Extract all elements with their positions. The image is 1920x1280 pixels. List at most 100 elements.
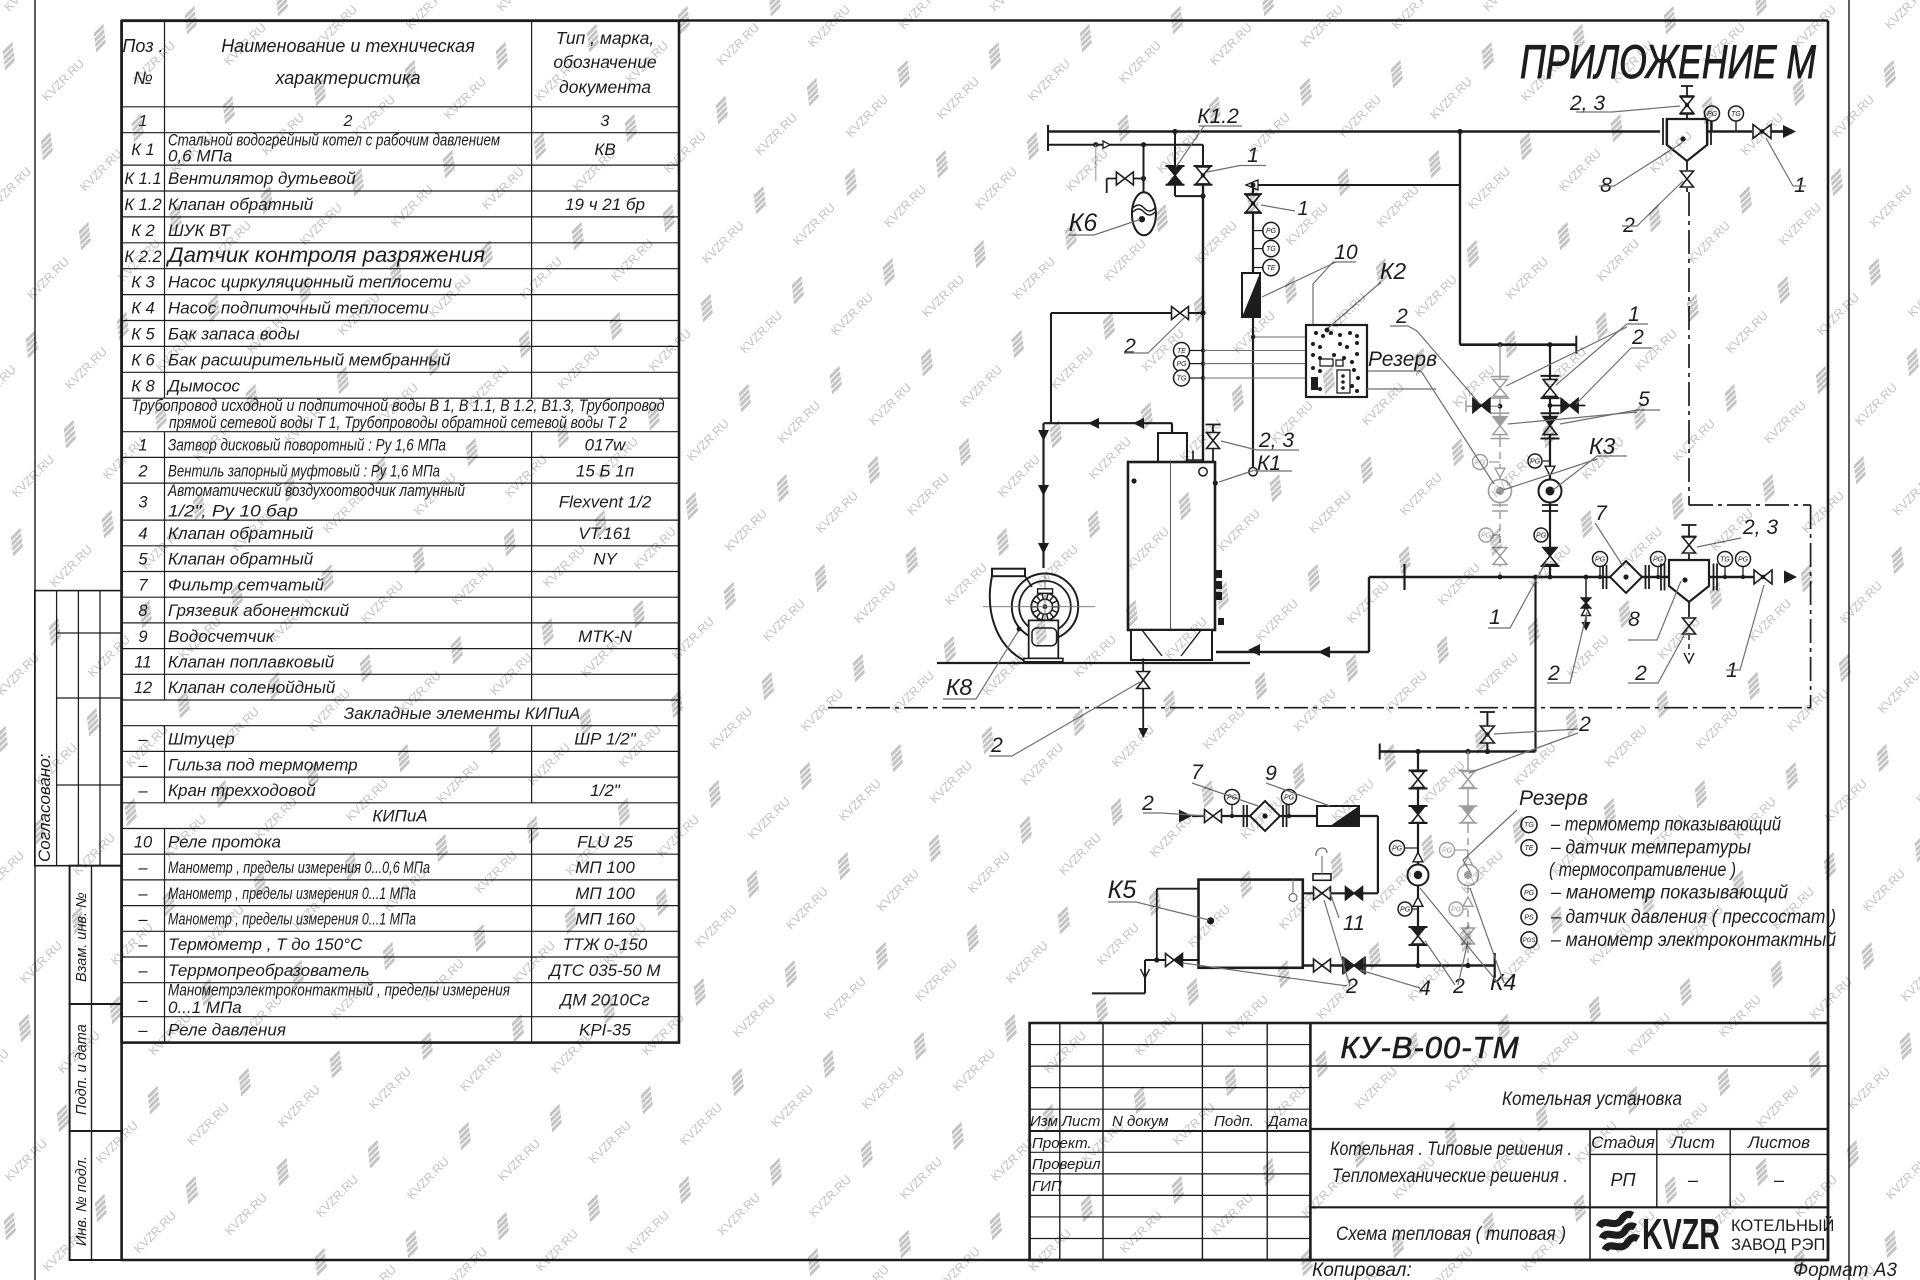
svg-text:Манометрэлектроконтактный , п: Манометрэлектроконтактный , пределы изме… (168, 981, 510, 1000)
svg-text:TE: TE (1267, 265, 1276, 272)
svg-text:KVZR.RU: KVZR.RU (1503, 254, 1551, 302)
svg-text:–: – (137, 962, 148, 980)
svg-text:PS: PS (1524, 914, 1534, 921)
svg-text:KVZR.RU: KVZR.RU (47, 542, 95, 590)
svg-text:К 5: К 5 (131, 325, 155, 343)
svg-text:–: – (137, 859, 148, 877)
svg-text:KVZR.RU: KVZR.RU (24, 254, 72, 302)
svg-text:KVZR.RU: KVZR.RU (760, 596, 808, 644)
svg-text:KVZR.RU: KVZR.RU (972, 164, 1020, 212)
svg-text:KVZR.RU: KVZR.RU (1397, 470, 1445, 518)
svg-text:KVZR.RU: KVZR.RU (214, 704, 262, 752)
svg-text:KVZR.RU: KVZR.RU (472, 848, 520, 896)
svg-text:PG: PG (1451, 907, 1462, 914)
svg-text:KVZR.RU: KVZR.RU (1291, 686, 1339, 734)
svg-text:Котельная . Типовые решения .: Котельная . Типовые решения . (1330, 1138, 1572, 1160)
svg-text:PG: PG (1738, 557, 1749, 564)
svg-text:–: – (137, 731, 148, 749)
svg-text:№: № (133, 68, 153, 88)
svg-text:KVZR.RU: KVZR.RU (1063, 146, 1111, 194)
svg-text:Вентиль запорный муфтовый : Р: Вентиль запорный муфтовый : Ру 1,6 МПа (168, 461, 440, 480)
svg-text:KVZR.RU: KVZR.RU (1, 0, 49, 14)
svg-text:KVZR.RU: KVZR.RU (904, 470, 952, 518)
svg-text:KVZR.RU: KVZR.RU (1109, 722, 1157, 770)
svg-text:KVZR.RU: KVZR.RU (1299, 1172, 1347, 1220)
svg-text:ТТЖ 0-150: ТТЖ 0-150 (563, 935, 648, 954)
svg-text:– термометр показывающий: – термометр показывающий (1550, 814, 1781, 836)
svg-text:Схема тепловая ( типовая ): Схема тепловая ( типовая ) (1336, 1223, 1566, 1245)
svg-text:KVZR.RU: KVZR.RU (965, 848, 1013, 896)
svg-text:PG: PG (1176, 361, 1187, 368)
svg-text:KVZR.RU: KVZR.RU (692, 902, 740, 950)
svg-text:KVZR.RU: KVZR.RU (1655, 614, 1703, 662)
svg-text:KVZR.RU: KVZR.RU (442, 1244, 490, 1280)
svg-text:KVZR.RU: KVZR.RU (707, 704, 755, 752)
svg-text:KVZR.RU: KVZR.RU (1026, 1226, 1074, 1274)
svg-text:Бак расширительный мембранный: Бак расширительный мембранный (168, 350, 451, 369)
svg-text:Поз .: Поз . (122, 36, 163, 56)
svg-text:Тепломеханические решения .: Тепломеханические решения . (1332, 1165, 1568, 1187)
svg-text:KVZR.RU: KVZR.RU (1223, 992, 1271, 1040)
svg-text:Листов: Листов (1747, 1133, 1810, 1152)
svg-text:Стадия: Стадия (1591, 1133, 1655, 1152)
svg-text:KVZR.RU: KVZR.RU (1245, 110, 1293, 158)
svg-text:8: 8 (1628, 608, 1640, 631)
svg-text:KVZR.RU: KVZR.RU (1298, 2, 1346, 50)
svg-text:ШР 1/2": ШР 1/2" (574, 730, 636, 749)
svg-text:KVZR.RU: KVZR.RU (806, 1172, 854, 1220)
svg-text:KVZR.RU: KVZR.RU (1761, 398, 1809, 446)
svg-text:KVZR.RU: KVZR.RU (874, 866, 922, 914)
svg-text:К 1.2: К 1.2 (124, 196, 161, 214)
svg-text:Клапан поплавковый: Клапан поплавковый (168, 652, 335, 671)
svg-text:Резерв: Резерв (1519, 787, 1588, 810)
svg-text:10: 10 (134, 833, 153, 851)
svg-text:KVZR.RU: KVZR.RU (1352, 1064, 1400, 1112)
svg-text:ГИП: ГИП (1032, 1178, 1062, 1195)
svg-text:KVZR.RU: KVZR.RU (1420, 758, 1468, 806)
svg-text:KVZR.RU: KVZR.RU (502, 452, 550, 500)
svg-text:ДТС 035-50 М: ДТС 035-50 М (547, 961, 661, 980)
svg-text:Копировал:: Копировал: (1312, 1260, 1412, 1280)
svg-text:KVZR.RU: KVZR.RU (1898, 956, 1920, 1004)
svg-text:KVZR.RU: KVZR.RU (1905, 272, 1920, 320)
svg-text:Подп. и дата: Подп. и дата (74, 1024, 90, 1115)
svg-text:–: – (137, 1022, 148, 1040)
svg-text:8: 8 (138, 602, 148, 620)
svg-text:KVZR.RU: KVZR.RU (919, 272, 967, 320)
svg-text:KVZR.RU: KVZR.RU (912, 956, 960, 1004)
svg-text:KVZR.RU: KVZR.RU (62, 344, 110, 392)
svg-text:Манометр , пределы измерения: Манометр , пределы измерения 0...1 МПа (168, 909, 416, 928)
svg-text:KVZR.RU: KVZR.RU (980, 650, 1028, 698)
svg-text:KVZR.RU: KVZR.RU (624, 1208, 672, 1256)
svg-text:2: 2 (137, 462, 147, 480)
svg-text:Манометр , пределы измерения: Манометр , пределы измерения 0...0,6 МПа (168, 858, 430, 877)
svg-text:KVZR.RU: KVZR.RU (0, 848, 27, 896)
svg-text:2, 3: 2, 3 (1742, 516, 1778, 539)
svg-text:KVZR.RU: KVZR.RU (752, 110, 800, 158)
svg-text:KVZR.RU: KVZR.RU (1693, 704, 1741, 752)
svg-text:KVZR.RU: KVZR.RU (1253, 596, 1301, 644)
svg-text:KVZR.RU: KVZR.RU (783, 884, 831, 932)
svg-text:KVZR.RU: KVZR.RU (722, 506, 770, 554)
svg-text:KVZR.RU: KVZR.RU (434, 758, 482, 806)
svg-text:( термосопративление ): ( термосопративление ) (1549, 859, 1736, 881)
svg-text:1: 1 (1247, 144, 1259, 167)
svg-text:Автоматический воздухоотводчи: Автоматический воздухоотводчик латунный (167, 481, 465, 500)
svg-text:KVZR.RU: KVZR.RU (1799, 488, 1847, 536)
svg-text:KVZR.RU: KVZR.RU (40, 1226, 88, 1274)
svg-text:Датчик контроля разряжения: Датчик контроля разряжения (166, 244, 485, 267)
svg-text:KVZR.RU: KVZR.RU (1336, 92, 1384, 140)
svg-text:Вентилятор дутьевой: Вентилятор дутьевой (168, 169, 356, 188)
svg-text:KVZR.RU: KVZR.RU (0, 560, 4, 608)
svg-text:KVZR.RU: KVZR.RU (1147, 812, 1195, 860)
svg-text:KVZR.RU: KVZR.RU (1746, 596, 1794, 644)
svg-text:KVZR.RU: KVZR.RU (821, 974, 869, 1022)
svg-text:KVZR.RU: KVZR.RU (1094, 920, 1142, 968)
svg-text:Реле давления: Реле давления (168, 1021, 286, 1040)
svg-text:KVZR.RU: KVZR.RU (0, 362, 19, 410)
svg-text:KVZR.RU: KVZR.RU (995, 452, 1043, 500)
svg-text:KVZR.RU: KVZR.RU (631, 524, 679, 572)
svg-text:KVZR.RU: KVZR.RU (1860, 866, 1908, 914)
svg-text:KVZR.RU: KVZR.RU (1208, 1190, 1256, 1238)
svg-text:3: 3 (138, 494, 148, 512)
